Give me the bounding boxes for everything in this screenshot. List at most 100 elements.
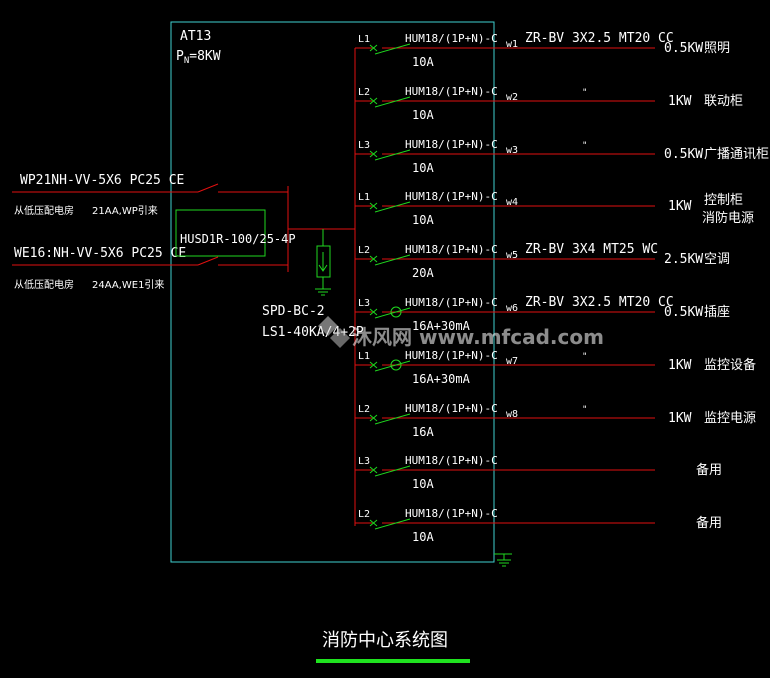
circuit-rating: 10A [412, 161, 434, 175]
breaker-switch-icon [374, 307, 411, 319]
circuit-id: w6 [506, 303, 518, 314]
circuit-cable: " [582, 141, 587, 151]
circuit-row: L2 HUM18/(1P+N)-C 10A w2 " 1KW 联动柜 [355, 85, 743, 122]
circuit-cable: " [582, 88, 587, 98]
breaker-switch-icon [374, 96, 411, 108]
circuit-breaker: HUM18/(1P+N)-C [405, 454, 498, 467]
diagram-title: 消防中心系统图 [322, 630, 448, 651]
circuit-row: L3 HUM18/(1P+N)-C 10A 备用 [355, 454, 722, 491]
circuit-phase: L2 [358, 404, 370, 415]
incoming-cable-label: WP21NH-VV-5X6 PC25 CE [20, 173, 184, 188]
circuit-rating: 10A [412, 108, 434, 122]
circuit-breaker: HUM18/(1P+N)-C [405, 507, 498, 520]
title-underline [316, 659, 470, 663]
circuit-rating: 10A [412, 213, 434, 227]
circuit-phase: L3 [358, 140, 370, 151]
circuit-phase: L3 [358, 456, 370, 467]
circuit-row: L2 HUM18/(1P+N)-C 10A 备用 [355, 507, 722, 544]
circuit-load: 0.5KW [664, 41, 703, 56]
circuit-id: w1 [506, 39, 518, 50]
incoming-source-note: 21AA,WP引来 [92, 205, 158, 217]
panel-power: PN=8KW [176, 49, 221, 66]
incoming-feeder-2: WE16:NH-VV-5X6 PC25 CE 从低压配电房 24AA,WE1引来 [12, 246, 288, 291]
circuit-breaker: HUM18/(1P+N)-C [405, 138, 498, 151]
circuit-cable: " [582, 352, 587, 362]
panel-name: AT13 [180, 29, 211, 44]
circuit-desc: 监控设备 [704, 357, 756, 373]
circuit-rating: 10A [412, 477, 434, 491]
watermark: 沐风网 www.mfcad.com [318, 316, 604, 349]
circuit-desc2: 消防电源 [702, 210, 754, 226]
incoming-cable-label: WE16:NH-VV-5X6 PC25 CE [14, 246, 186, 261]
circuit-desc: 空调 [704, 252, 730, 267]
circuit-rating: 10A [412, 530, 434, 544]
circuit-id: w7 [506, 356, 518, 367]
breaker-switch-icon [374, 43, 411, 55]
enclosure-ground [494, 553, 512, 567]
circuit-breaker: HUM18/(1P+N)-C [405, 190, 498, 203]
circuit-desc: 照明 [704, 41, 730, 56]
circuit-cable: ZR-BV 3X2.5 MT20 CC [525, 295, 674, 310]
circuit-desc: 插座 [704, 305, 730, 320]
circuit-load: 1KW [668, 94, 692, 109]
circuit-desc: 联动柜 [704, 94, 743, 109]
circuit-rating: 10A [412, 55, 434, 69]
circuit-rating: 20A [412, 266, 434, 280]
circuit-breaker: HUM18/(1P+N)-C [405, 85, 498, 98]
circuit-desc: 控制柜 [704, 193, 743, 208]
circuit-rating: 16A+30mA [412, 319, 471, 333]
circuit-id: w4 [506, 197, 518, 208]
circuit-id: w8 [506, 409, 518, 420]
circuit-desc: 备用 [696, 515, 722, 531]
circuit-breaker: HUM18/(1P+N)-C [405, 32, 498, 45]
breaker-switch-icon [374, 201, 411, 213]
circuit-phase: L1 [358, 34, 370, 45]
circuit-row: L2 HUM18/(1P+N)-C 20A w5 ZR-BV 3X4 MT25 WC 2.… [355, 242, 730, 280]
circuit-load: 2.5KW [664, 252, 703, 267]
circuit-row: L1 HUM18/(1P+N)-C 10A w1 ZR-BV 3X2.5 MT20 CC… [355, 31, 730, 69]
circuit-phase: L3 [358, 298, 370, 309]
circuit-id: w5 [506, 250, 518, 261]
circuit-id: w3 [506, 145, 518, 156]
circuit-breaker: HUM18/(1P+N)-C [405, 402, 498, 415]
breaker-switch-icon [374, 465, 411, 477]
circuit-load: 1KW [668, 411, 692, 426]
breaker-switch-icon [374, 149, 411, 161]
breaker-switch-icon [374, 360, 411, 372]
circuit-phase: L2 [358, 87, 370, 98]
incoming-source-note: 24AA,WE1引来 [92, 279, 164, 291]
circuit-load: 1KW [668, 199, 692, 214]
watermark-text: 沐风网 www.mfcad.com [352, 325, 604, 349]
incoming-source-label: 从低压配电房 [14, 278, 74, 291]
circuit-phase: L1 [358, 192, 370, 203]
circuit-phase: L2 [358, 245, 370, 256]
circuit-desc: 备用 [696, 462, 722, 478]
incoming-feeder-1: WP21NH-VV-5X6 PC25 CE 从低压配电房 21AA,WP引来 [12, 173, 288, 217]
circuit-cable: " [582, 405, 587, 415]
circuit-load: 0.5KW [664, 147, 703, 162]
circuit-cable: ZR-BV 3X2.5 MT20 CC [525, 31, 674, 46]
circuit-row: L3 HUM18/(1P+N)-C 16A+30mA w6 ZR-BV 3X2.5 MT… [355, 295, 730, 333]
circuit-desc: 监控电源 [704, 411, 756, 426]
circuit-phase: L2 [358, 509, 370, 520]
circuit-breaker: HUM18/(1P+N)-C [405, 296, 498, 309]
incoming-source-label: 从低压配电房 [14, 204, 74, 217]
circuit-breaker: HUM18/(1P+N)-C [405, 243, 498, 256]
circuit-id: w2 [506, 92, 518, 103]
circuit-desc: 广播通讯柜 [704, 147, 769, 162]
breaker-switch-icon [374, 518, 411, 530]
circuit-cable: ZR-BV 3X4 MT25 WC [525, 242, 658, 257]
main-switch-label: HUSD1R-100/25-4P [180, 232, 296, 246]
spd-device [315, 229, 331, 296]
circuit-load: 1KW [668, 358, 692, 373]
circuit-phase: L1 [358, 351, 370, 362]
panel-enclosure [170, 21, 495, 563]
circuit-row: L2 HUM18/(1P+N)-C 16A w8 " 1KW 监控电源 [355, 402, 756, 439]
breaker-switch-icon [374, 413, 411, 425]
breaker-switch-icon [374, 254, 411, 266]
circuit-rating: 16A [412, 425, 434, 439]
